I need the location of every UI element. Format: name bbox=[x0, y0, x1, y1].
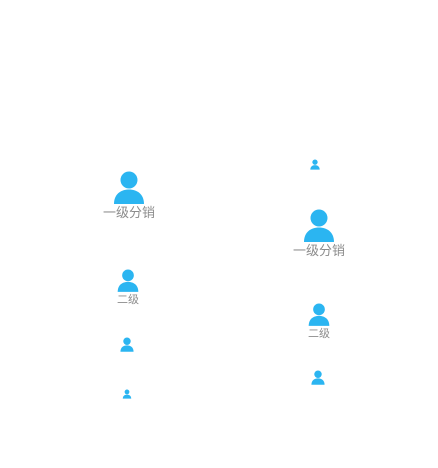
user-icon bbox=[113, 171, 144, 204]
left-level3-node bbox=[120, 337, 134, 352]
left-level2-node: 二级 bbox=[117, 269, 139, 305]
right-level3-node bbox=[311, 370, 325, 385]
right-level1-label: 一级分销 bbox=[292, 244, 346, 259]
user-icon bbox=[120, 337, 134, 352]
left-level1-node: 一级分销 bbox=[103, 171, 155, 220]
user-icon bbox=[303, 209, 334, 242]
right-top-node bbox=[310, 159, 320, 170]
user-icon bbox=[310, 159, 320, 170]
user-icon bbox=[308, 303, 330, 326]
user-icon bbox=[117, 269, 139, 292]
right-level1-node: 一级分销 bbox=[293, 209, 345, 258]
left-level2-label: 二级 bbox=[117, 293, 139, 306]
right-level2-node: 二级 bbox=[308, 303, 330, 339]
left-level4-node bbox=[122, 389, 132, 399]
left-level1-label: 一级分销 bbox=[102, 206, 156, 221]
user-icon bbox=[311, 370, 325, 385]
right-level2-label: 二级 bbox=[308, 327, 330, 340]
user-icon bbox=[122, 389, 132, 399]
